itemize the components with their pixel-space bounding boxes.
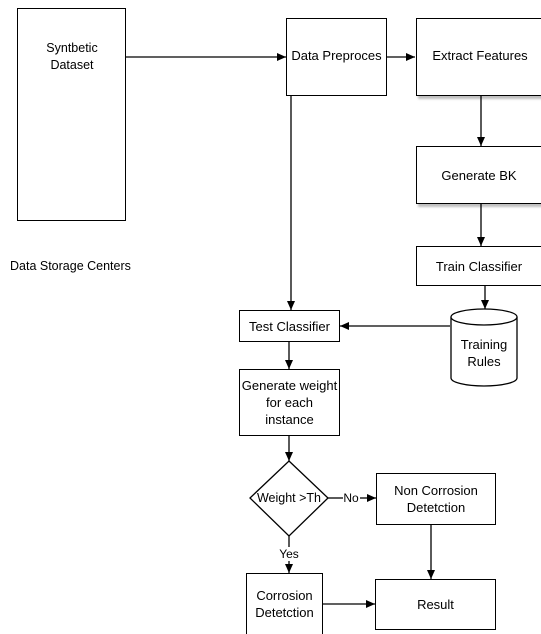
node-test-classifier: Test Classifier: [239, 310, 340, 342]
node-data-preprocess: Data Preproces: [286, 18, 387, 96]
data-storage-frame: [17, 8, 126, 221]
node-extract-features: Extract Features: [416, 18, 541, 96]
node-generate-bk-label: Generate BK: [441, 167, 517, 183]
node-generate-weight-label: Generate weight for each instance: [241, 378, 338, 427]
dataset-label: Syntbetic Dataset: [46, 41, 98, 72]
node-generate-bk: Generate BK: [416, 146, 541, 204]
node-corrosion: Corrosion Detetction: [246, 573, 323, 634]
node-train-classifier: Train Classifier: [416, 246, 541, 286]
node-non-corrosion-label: Non Corrosion Detetction: [394, 483, 478, 515]
node-result-label: Result: [417, 597, 454, 612]
decision-label: Weight >Th: [256, 491, 322, 505]
storage-caption: Data Storage Centers: [10, 259, 131, 273]
node-result: Result: [375, 579, 496, 630]
training-rules-label: Training Rules: [460, 337, 508, 369]
node-train-classifier-label: Train Classifier: [435, 258, 523, 274]
node-extract-features-label: Extract Features: [432, 48, 528, 63]
node-data-preprocess-label: Data Preproces: [291, 48, 382, 63]
node-non-corrosion: Non Corrosion Detetction: [376, 473, 496, 525]
node-test-classifier-label: Test Classifier: [249, 318, 330, 334]
edge-no-label: No: [343, 491, 359, 505]
node-generate-weight: Generate weight for each instance: [239, 369, 340, 436]
node-corrosion-label: Corrosion Detetction: [255, 588, 314, 620]
edge-yes-label: Yes: [279, 547, 299, 561]
training-rules-cylinder: [450, 308, 518, 387]
decision-diamond: [249, 460, 329, 537]
